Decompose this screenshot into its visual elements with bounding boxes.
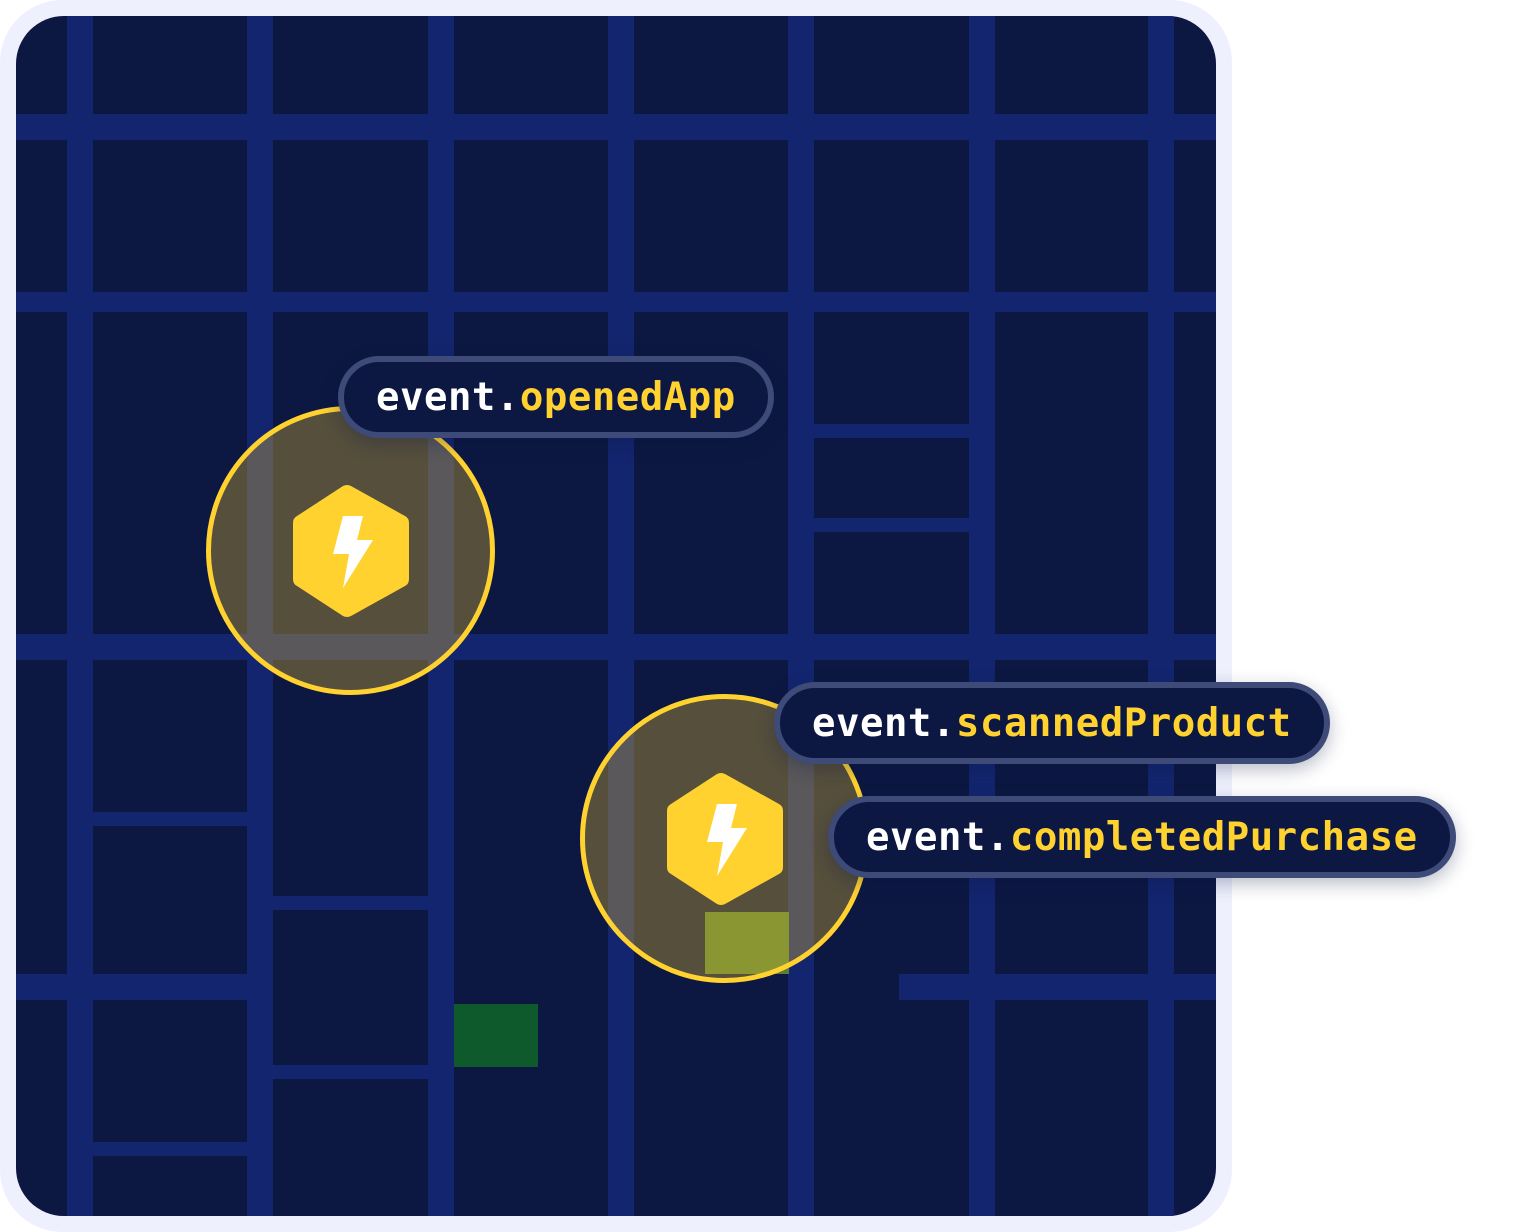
event-namespace: event [866,814,986,860]
event-location-marker[interactable] [580,694,869,983]
avenue [16,974,256,1000]
event-label-scanned-product[interactable]: event.scannedProduct [774,682,1330,764]
side-street [273,896,428,910]
avenue [16,292,1216,312]
side-street [93,1142,247,1156]
event-name: scannedProduct [955,700,1292,746]
street [788,16,814,1216]
event-namespace: event [376,374,496,420]
event-separator: . [985,814,1010,860]
street [1148,16,1174,1216]
side-street [814,518,969,532]
event-name: completedPurchase [1009,814,1418,860]
side-street [814,424,969,438]
street [969,16,995,1216]
event-map [16,16,1216,1216]
event-name: openedApp [519,374,736,420]
street [608,16,634,1216]
street [67,16,93,1216]
event-location-marker[interactable] [206,406,495,695]
side-street [93,812,247,826]
side-street [273,1065,428,1079]
event-separator: . [495,374,520,420]
avenue [16,114,1216,140]
event-namespace: event [812,700,932,746]
avenue [16,634,1216,660]
lightning-bolt-hexagon-icon [666,772,783,905]
park-block [454,1004,538,1067]
event-label-opened-app[interactable]: event.openedApp [338,356,774,438]
event-label-completed-purchase[interactable]: event.completedPurchase [828,796,1456,878]
event-separator: . [931,700,956,746]
avenue [899,974,1216,1000]
lightning-bolt-hexagon-icon [292,484,409,617]
